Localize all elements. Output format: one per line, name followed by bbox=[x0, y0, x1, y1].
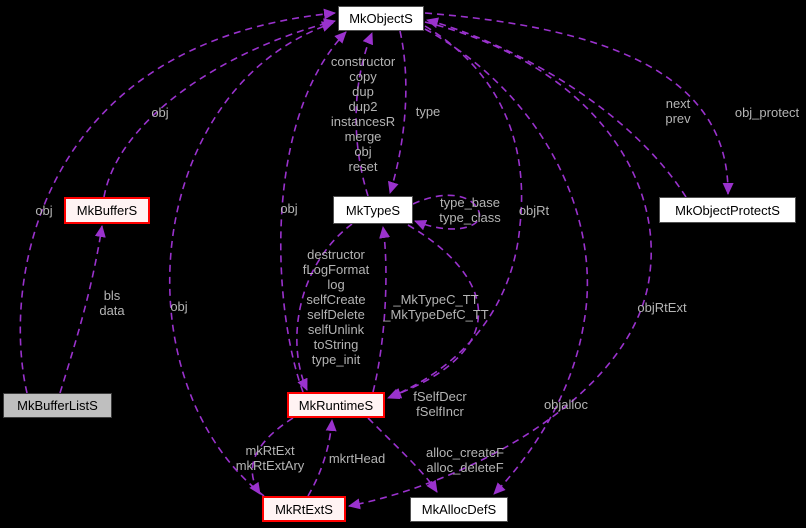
edge-type-self-loop bbox=[412, 194, 481, 231]
edge-next-prev bbox=[426, 17, 687, 198]
node-mkallocdefs[interactable]: MkAllocDefS bbox=[410, 497, 508, 522]
edge-objalloc bbox=[424, 28, 589, 495]
node-mkobjects[interactable]: MkObjectS bbox=[338, 6, 424, 31]
edge-mktypec-tt bbox=[372, 226, 391, 393]
edge-destructor-stack bbox=[296, 223, 353, 391]
edge-bls-data bbox=[59, 225, 106, 394]
edge-mkrtext-ary bbox=[249, 417, 294, 495]
edge-constructor-to-mkobjects bbox=[355, 32, 373, 197]
edge-obj-from-mkbufferlists bbox=[19, 8, 336, 394]
edge-obj-from-mkruntimes bbox=[280, 31, 347, 393]
node-mkobjectprotects[interactable]: MkObjectProtectS bbox=[659, 197, 796, 223]
node-mktypes[interactable]: MkTypeS bbox=[333, 196, 413, 224]
edge-fself bbox=[389, 224, 480, 399]
edge-obj-protect bbox=[424, 12, 734, 195]
edge-type-to-mktypes bbox=[388, 30, 407, 194]
edge-obj-from-mkbuffers bbox=[103, 18, 336, 198]
edge-objrtext bbox=[348, 21, 652, 510]
node-mkbuffers[interactable]: MkBufferS bbox=[64, 197, 150, 224]
edge-mkrthead bbox=[307, 419, 337, 497]
node-mkruntimes[interactable]: MkRuntimeS bbox=[287, 392, 385, 418]
edge-objrt bbox=[387, 25, 523, 400]
node-mkrtexts[interactable]: MkRtExtS bbox=[262, 496, 346, 522]
edge-alloc-createf bbox=[367, 417, 438, 493]
edge-obj-from-mkrtexts bbox=[169, 21, 334, 497]
node-mkbufferlists: MkBufferListS bbox=[3, 393, 112, 418]
